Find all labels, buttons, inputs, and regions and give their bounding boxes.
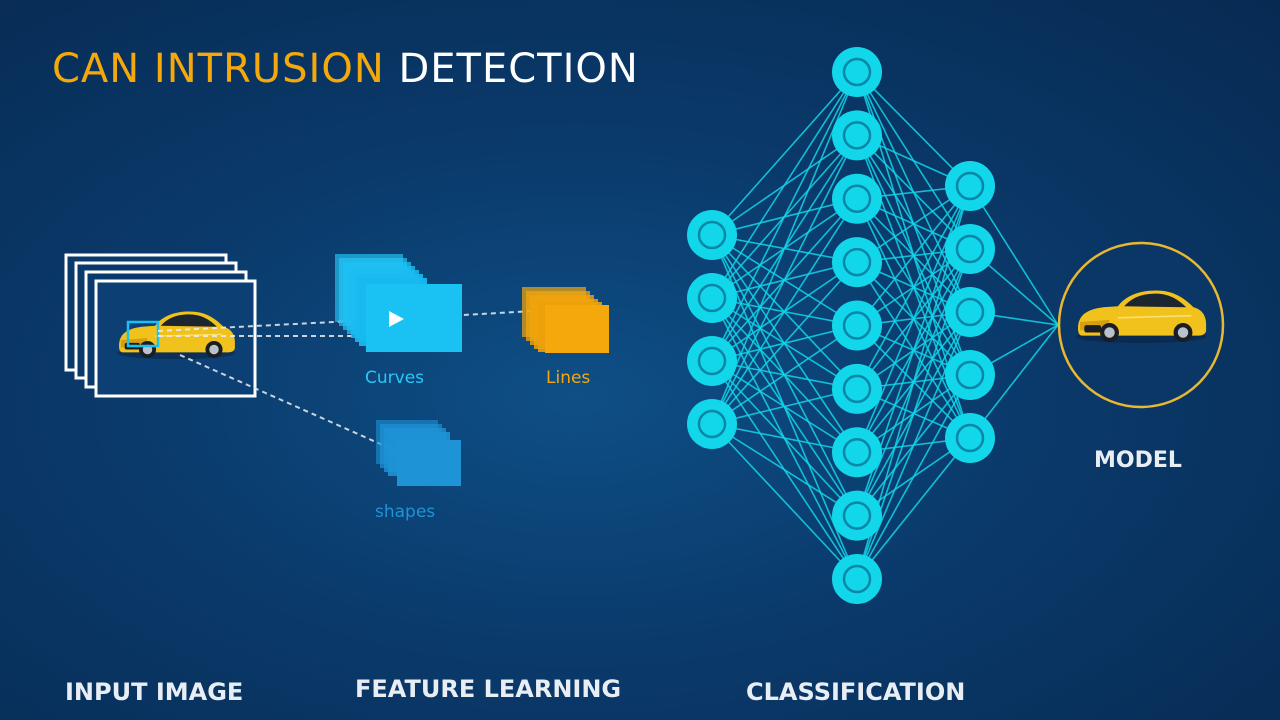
- shapes-feature-map: [376, 420, 461, 486]
- network-node-ring: [955, 171, 985, 201]
- network-edge: [711, 423, 858, 580]
- lines-feature-map: [522, 287, 609, 353]
- network-node-ring: [955, 297, 985, 327]
- network-edge: [711, 261, 858, 425]
- network-edge: [856, 437, 971, 580]
- network-node-ring: [955, 423, 985, 453]
- network-node-ring: [697, 283, 727, 313]
- focus-box: [126, 320, 160, 348]
- network-edge: [711, 71, 858, 299]
- neural-network: [687, 47, 1059, 604]
- network-node: [945, 413, 995, 463]
- input-image-stack: [64, 253, 257, 398]
- network-node-ring: [955, 360, 985, 390]
- network-node: [945, 161, 995, 211]
- network-node-ring: [842, 438, 872, 467]
- feature-learning-label: FEATURE LEARNING: [355, 675, 622, 703]
- lines-label: Lines: [546, 368, 591, 388]
- network-node: [687, 210, 737, 260]
- network-node: [945, 350, 995, 400]
- network-edge: [711, 423, 858, 517]
- network-node: [832, 47, 882, 97]
- network-node-ring: [842, 564, 872, 594]
- input-image-label: INPUT IMAGE: [65, 678, 244, 706]
- network-node-ring: [842, 311, 872, 340]
- network-node-ring: [955, 234, 985, 264]
- classification-label: CLASSIFICATION: [746, 678, 966, 706]
- network-node-ring: [842, 121, 872, 150]
- network-node: [832, 490, 882, 541]
- page-title: CAN INTRUSION DETECTION: [52, 46, 639, 92]
- network-node: [945, 224, 995, 274]
- network-edge: [711, 71, 858, 362]
- network-node: [687, 399, 737, 449]
- network-node-ring: [697, 220, 727, 250]
- curves-feature-map: [335, 254, 462, 352]
- network-edge: [711, 135, 858, 425]
- network-node-ring: [697, 409, 727, 439]
- network-edge: [856, 185, 971, 390]
- network-node-ring: [842, 57, 872, 87]
- network-node: [832, 554, 882, 604]
- network-node-ring: [842, 501, 872, 530]
- network-node: [945, 287, 995, 337]
- model-output: [1057, 241, 1225, 409]
- network-node: [832, 110, 882, 161]
- network-edge: [856, 374, 971, 580]
- network-edge: [856, 71, 971, 187]
- network-edge: [711, 324, 858, 425]
- network-node-ring: [842, 374, 872, 404]
- network-node: [832, 363, 882, 414]
- title-part-1: CAN INTRUSION: [52, 46, 385, 92]
- play-icon: [389, 311, 404, 327]
- title-part-2: DETECTION: [398, 46, 639, 92]
- network-edge: [969, 185, 1059, 326]
- network-node-ring: [842, 184, 872, 213]
- network-edge: [711, 198, 858, 425]
- network-edge: [856, 311, 971, 580]
- curves-label: Curves: [365, 368, 425, 388]
- network-node: [832, 173, 882, 224]
- network-node: [832, 300, 882, 351]
- network-node-ring: [842, 247, 872, 277]
- network-edge: [856, 185, 971, 453]
- network-node: [687, 336, 737, 386]
- model-label: MODEL: [1094, 448, 1182, 473]
- network-node-ring: [697, 346, 727, 376]
- network-node: [687, 273, 737, 323]
- network-node: [832, 237, 882, 288]
- shapes-label: shapes: [375, 502, 436, 522]
- network-edge: [711, 71, 858, 236]
- network-node: [832, 427, 882, 478]
- network-edge: [856, 185, 971, 327]
